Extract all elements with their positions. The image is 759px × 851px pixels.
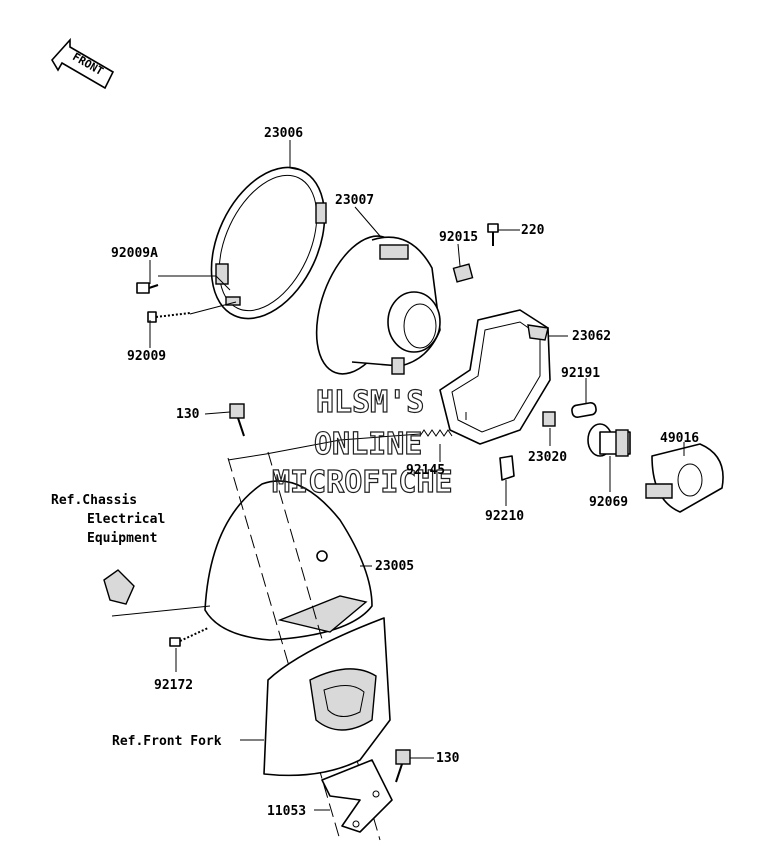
sleeve-92191-part bbox=[571, 401, 597, 419]
plate-92210-part bbox=[499, 455, 515, 481]
spring-92145-part bbox=[419, 429, 453, 437]
label-49016: 49016 bbox=[660, 431, 699, 446]
label-23005: 23005 bbox=[375, 559, 414, 574]
label-92172: 92172 bbox=[154, 678, 193, 693]
screw-220-part bbox=[487, 223, 499, 246]
label-23062: 23062 bbox=[572, 329, 611, 344]
ref-chassis-line2: Electrical bbox=[87, 512, 165, 527]
label-23006: 23006 bbox=[264, 126, 303, 141]
nut-92015-part bbox=[452, 263, 474, 283]
label-92210: 92210 bbox=[485, 509, 524, 524]
watermark-line3: MICROFICHE bbox=[272, 465, 453, 500]
ref-front-fork: Ref.Front Fork bbox=[112, 734, 222, 749]
watermark-line1: HLSM'S bbox=[316, 385, 424, 420]
label-11053: 11053 bbox=[267, 804, 306, 819]
front-fork-cover-part bbox=[263, 617, 391, 777]
headlight-housing-part bbox=[204, 451, 381, 841]
label-92009: 92009 bbox=[127, 349, 166, 364]
watermark: HLSM'S ONLINE MICROFICHE bbox=[271, 384, 453, 500]
ref-chassis-line3: Equipment bbox=[87, 531, 157, 546]
label-92069: 92069 bbox=[589, 495, 628, 510]
label-130-top: 130 bbox=[176, 407, 200, 422]
screw-92009-part bbox=[147, 311, 191, 323]
label-92191: 92191 bbox=[561, 366, 600, 381]
clip-23020-part bbox=[542, 411, 556, 427]
watermark-line2: ONLINE bbox=[314, 427, 422, 462]
label-92015: 92015 bbox=[439, 230, 478, 245]
label-23007: 23007 bbox=[335, 193, 374, 208]
label-130-bottom: 130 bbox=[436, 751, 460, 766]
bracket-11053-part bbox=[321, 759, 393, 833]
bolt-130-bottom-part bbox=[395, 749, 411, 783]
screw-92172-part bbox=[169, 627, 209, 647]
bolt-130-top-part bbox=[229, 403, 245, 437]
label-92009A: 92009A bbox=[111, 246, 158, 261]
bulb-92069-part bbox=[587, 423, 631, 457]
label-92145: 92145 bbox=[406, 463, 445, 478]
ref-chassis-line1: Ref.Chassis bbox=[51, 493, 137, 508]
bolt-92009A-part bbox=[136, 282, 159, 294]
headlight-unit-part bbox=[315, 235, 441, 375]
socket-bracket-part bbox=[439, 309, 551, 445]
chassis-connector-part bbox=[103, 569, 135, 605]
headlight-rim-part bbox=[210, 166, 327, 320]
cover-49016-part bbox=[645, 443, 724, 513]
front-arrow-icon: FRONT bbox=[51, 37, 115, 90]
label-23020: 23020 bbox=[528, 450, 567, 465]
leader-lines bbox=[111, 140, 685, 811]
label-220: 220 bbox=[521, 223, 545, 238]
